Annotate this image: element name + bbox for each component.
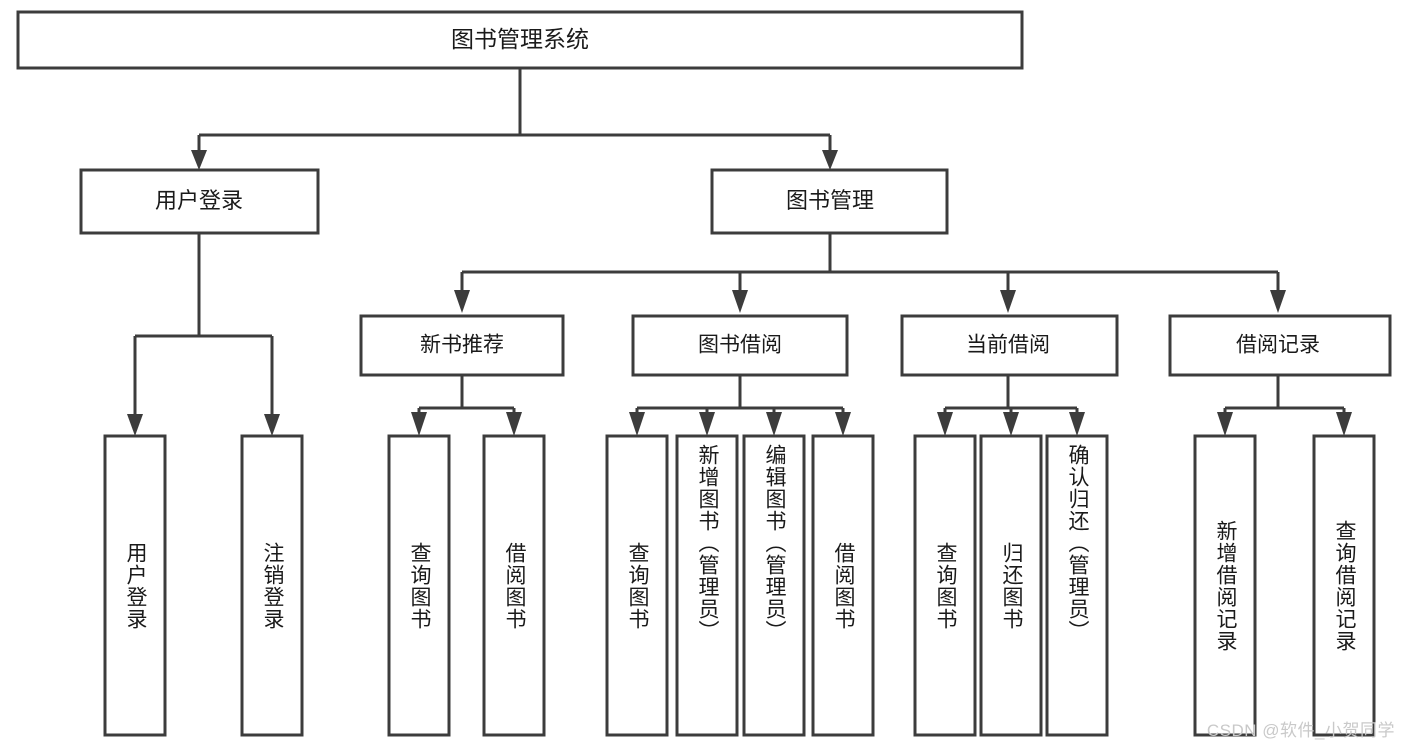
- arrow-head-borrow-record: [1270, 290, 1286, 313]
- node-label: 图书管理: [786, 188, 874, 213]
- node-box: [605, 434, 669, 737]
- arrow-head-currentborrow-leaf-2: [1003, 412, 1019, 436]
- arrow-head-bookborrow-leaf-3: [766, 412, 782, 436]
- leaf-node-bookborrow-borrow-book[interactable]: [811, 434, 875, 737]
- node-label: 图书管理系统: [451, 26, 589, 52]
- node-current-borrow[interactable]: 当前借阅: [900, 314, 1119, 377]
- arrow-head-currentborrow-leaf-3: [1069, 412, 1085, 436]
- node-box: [79, 168, 320, 235]
- leaf-node-currentborrow-return-book[interactable]: [979, 434, 1043, 737]
- node-box: [240, 434, 304, 737]
- leaf-node-user-login[interactable]: [103, 434, 167, 737]
- node-box: [675, 434, 739, 737]
- arrow-head-bookborrow-leaf-2: [699, 412, 715, 436]
- node-box: [1168, 314, 1392, 377]
- node-root-book-management-system[interactable]: 图书管理系统: [16, 10, 1024, 70]
- arrow-head-current-borrow: [1000, 290, 1016, 313]
- node-label: 用户登录: [155, 188, 243, 213]
- arrow-head-newbook-leaf-2: [506, 412, 522, 436]
- node-box: [359, 314, 565, 377]
- arrow-head-newbook-leaf-1: [411, 412, 427, 436]
- node-box: [16, 10, 1024, 70]
- arrow-head-book-borrow: [732, 290, 748, 313]
- leaf-node-borrowrecord-add-record[interactable]: [1193, 434, 1257, 737]
- node-box: [1312, 434, 1376, 737]
- arrow-head-borrowrecord-leaf-1: [1217, 412, 1233, 436]
- leaf-node-logout[interactable]: [240, 434, 304, 737]
- node-box: [811, 434, 875, 737]
- leaf-node-currentborrow-query-book[interactable]: [913, 434, 977, 737]
- node-book-management[interactable]: 图书管理: [710, 168, 949, 235]
- leaf-node-bookborrow-add-book[interactable]: [675, 434, 739, 737]
- node-user-login[interactable]: 用户登录: [79, 168, 320, 235]
- node-box: [900, 314, 1119, 377]
- node-box: [1045, 434, 1109, 737]
- node-box: [710, 168, 949, 235]
- node-box: [103, 434, 167, 737]
- watermark-csdn: CSDN @软件_小贺同学: [1206, 721, 1395, 740]
- connector-group: [127, 68, 1352, 436]
- arrow-head-new-book: [454, 290, 470, 313]
- leaf-node-newbook-query-book[interactable]: [387, 434, 451, 737]
- leaf-node-currentborrow-confirm-return[interactable]: [1045, 434, 1109, 737]
- node-box: [387, 434, 451, 737]
- arrow-head-currentborrow-leaf-1: [937, 412, 953, 436]
- leaf-node-borrowrecord-query-record[interactable]: [1312, 434, 1376, 737]
- node-borrow-record[interactable]: 借阅记录: [1168, 314, 1392, 377]
- leaf-node-bookborrow-query-book[interactable]: [605, 434, 669, 737]
- node-box: [913, 434, 977, 737]
- node-box: [1193, 434, 1257, 737]
- arrow-head-user-login: [191, 150, 207, 170]
- node-box: [979, 434, 1043, 737]
- leaf-node-bookborrow-edit-book[interactable]: [742, 434, 806, 737]
- arrow-head-bookborrow-leaf-1: [629, 412, 645, 436]
- arrow-head-bookborrow-leaf-4: [835, 412, 851, 436]
- leaf-node-newbook-borrow-book[interactable]: [482, 434, 546, 737]
- arrow-head-leaf-user-login: [127, 414, 143, 436]
- node-box: [742, 434, 806, 737]
- node-box: [482, 434, 546, 737]
- node-label: 图书借阅: [698, 334, 782, 357]
- node-new-book-recommend[interactable]: 新书推荐: [359, 314, 565, 377]
- arrow-head-borrowrecord-leaf-2: [1336, 412, 1352, 436]
- node-label: 当前借阅: [966, 334, 1050, 357]
- node-label: 借阅记录: [1236, 334, 1320, 357]
- node-book-borrow[interactable]: 图书借阅: [631, 314, 849, 377]
- node-box: [631, 314, 849, 377]
- arrow-head-leaf-logout: [264, 414, 280, 436]
- arrow-head-book-manage: [822, 150, 838, 170]
- node-label: 新书推荐: [420, 334, 504, 357]
